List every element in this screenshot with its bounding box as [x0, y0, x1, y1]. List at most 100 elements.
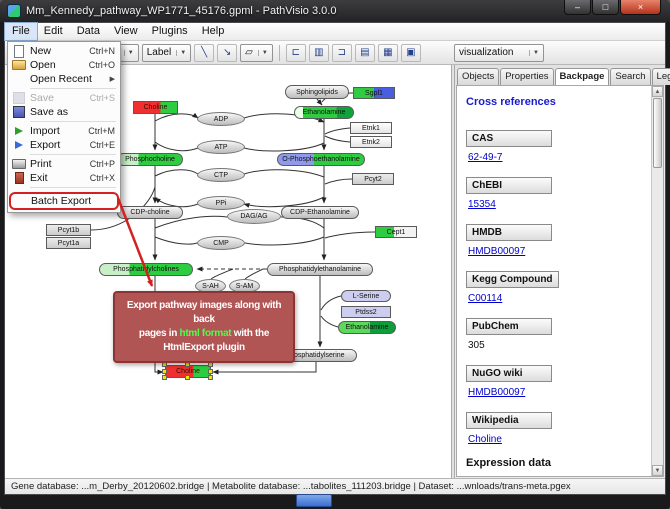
scroll-down-icon[interactable]: ▼ [652, 465, 663, 476]
tab-properties[interactable]: Properties [500, 68, 554, 85]
selection-handle[interactable] [208, 368, 213, 374]
menu-item-shortcut: Ctrl+N [89, 46, 115, 56]
pathway-edge [243, 142, 325, 152]
align-middle-button[interactable]: ▤ [354, 43, 375, 62]
tab-search[interactable]: Search [610, 68, 651, 85]
align-left-button[interactable]: ⊏ [285, 43, 306, 62]
file-menu-item-open-recent[interactable]: Open Recent▶ [10, 72, 118, 86]
tab-objects[interactable]: Objects [457, 68, 500, 85]
scroll-up-icon[interactable]: ▲ [652, 86, 663, 97]
minimize-button[interactable]: – [564, 0, 591, 15]
pathway-node-phosphocholine[interactable]: Phosphocholine [117, 153, 183, 166]
file-menu-item-batch-export[interactable]: Batch Export [9, 192, 119, 210]
menu-item-label: Import [30, 125, 60, 137]
export-icon [11, 139, 27, 152]
label-combo[interactable]: Label▼ [141, 43, 192, 62]
pathway-node-phosphatidylethanolamine[interactable]: Phosphatidylethanolamine [267, 263, 373, 276]
titlebar[interactable]: Mm_Kennedy_pathway_WP1771_45176.gpml - P… [0, 0, 670, 22]
pathway-edge [324, 127, 351, 135]
pathway-node-o-phosphoethanolamine[interactable]: O-Phosphoethanolamine [277, 153, 365, 166]
menu-data[interactable]: Data [76, 25, 100, 37]
file-menu-item-print[interactable]: Print Ctrl+P [10, 157, 118, 171]
submenu-arrow-icon: ▶ [109, 76, 115, 83]
line-tool[interactable]: ╲ [194, 43, 215, 62]
label-combo-value: Label [146, 47, 172, 58]
pathway-node-pcyt2[interactable]: Pcyt2 [352, 173, 394, 185]
menu-view[interactable]: View [113, 25, 138, 37]
annotation-line3: HtmlExport plugin [163, 342, 245, 353]
shape-combo[interactable]: ▱▼ [240, 43, 273, 62]
pathway-node-cdp-choline[interactable]: CDP-choline [117, 206, 183, 219]
pathway-node-pcyt1a[interactable]: Pcyt1a [46, 237, 91, 249]
selection-handle[interactable] [185, 375, 190, 380]
pathway-node-etnk2[interactable]: Etnk2 [350, 136, 392, 148]
file-menu-item-save-as[interactable]: Save as [10, 105, 118, 119]
pathway-node-dag-ag[interactable]: DAG/AG [227, 209, 281, 224]
stack-vertical-button[interactable]: ▦ [377, 43, 398, 62]
xref-link[interactable]: C00114 [468, 293, 503, 304]
menu-edit[interactable]: Edit [43, 25, 63, 37]
pathway-node-ppi[interactable]: PPi [197, 196, 245, 210]
pathway-node-choline-top[interactable]: Choline [133, 101, 178, 114]
pathway-node-sphingolipids[interactable]: Sphingolipids [285, 85, 349, 99]
splitter-handle[interactable] [451, 65, 455, 478]
pathway-node-cmp[interactable]: CMP [197, 236, 245, 250]
pathway-node-ctp[interactable]: CTP [197, 168, 245, 182]
menu-item-label: Print [30, 158, 52, 170]
close-button[interactable]: × [620, 0, 661, 15]
sidebar-scrollbar[interactable]: ▲ ▼ [651, 86, 663, 476]
tab-legend[interactable]: Legend [651, 68, 670, 85]
menu-help[interactable]: Help [201, 25, 225, 37]
selection-handle[interactable] [162, 368, 167, 374]
menu-separator [30, 187, 116, 188]
pathway-node-adp[interactable]: ADP [197, 112, 245, 126]
connector-tool[interactable]: ↘ [217, 43, 238, 62]
align-center-button[interactable]: ▥ [308, 43, 329, 62]
save-disk-icon [11, 92, 27, 105]
pathway-node-pcyt1b[interactable]: Pcyt1b [46, 224, 91, 236]
pathway-node-cdp-ethanolamine[interactable]: CDP-Ethanolamine [281, 206, 359, 219]
pathway-node-ethanolamine-bottom[interactable]: Ethanolamine [338, 321, 396, 334]
xref-link[interactable]: 15354 [468, 199, 496, 210]
xref-link[interactable]: HMDB00097 [468, 387, 526, 398]
pathway-node-ptdss2[interactable]: Ptdss2 [341, 306, 391, 318]
xref-link[interactable]: 62-49-7 [468, 152, 503, 163]
pathway-edge [154, 141, 199, 152]
xref-link[interactable]: HMDB00097 [468, 246, 526, 257]
pathway-node-cept1[interactable]: Cept1 [375, 226, 417, 238]
pathway-node-atp[interactable]: ATP [197, 140, 245, 154]
maximize-button[interactable]: □ [592, 0, 619, 15]
menu-item-shortcut: Ctrl+X [89, 173, 115, 183]
menu-file[interactable]: File [4, 22, 38, 41]
selection-handle[interactable] [162, 375, 167, 380]
pathway-node-phosphatidylcholines[interactable]: Phosphatidylcholines [99, 263, 193, 276]
pathway-node-ethanolamine-top[interactable]: Ethanolamine [294, 106, 354, 119]
window-title: Mm_Kennedy_pathway_WP1771_45176.gpml - P… [26, 5, 337, 17]
stack-horizontal-button[interactable]: ▣ [400, 43, 421, 62]
tab-backpage[interactable]: Backpage [554, 68, 610, 85]
menu-item-shortcut: Ctrl+E [89, 140, 115, 150]
pathway-node-l-serine[interactable]: L-Serine [341, 290, 391, 302]
menu-item-shortcut: Ctrl+P [89, 159, 115, 169]
xref-source-name: ChEBI [466, 177, 552, 194]
xref-source-name: Kegg Compound [466, 271, 559, 288]
xref-link[interactable]: Choline [468, 434, 502, 445]
selection-handle[interactable] [208, 375, 213, 380]
pathway-edge [210, 268, 234, 280]
pathway-node-sgpl1[interactable]: Sgpl1 [353, 87, 395, 99]
pathway-edge [324, 231, 376, 239]
visualization-combobox[interactable]: visualization ▼ [454, 43, 544, 62]
menu-item-label: Save as [30, 106, 68, 118]
pathway-node-etnk1[interactable]: Etnk1 [350, 122, 392, 134]
scrollbar-thumb[interactable] [653, 98, 662, 168]
import-icon [11, 125, 27, 138]
menu-plugins[interactable]: Plugins [151, 25, 188, 37]
align-right-button[interactable]: ⊐ [331, 43, 352, 62]
